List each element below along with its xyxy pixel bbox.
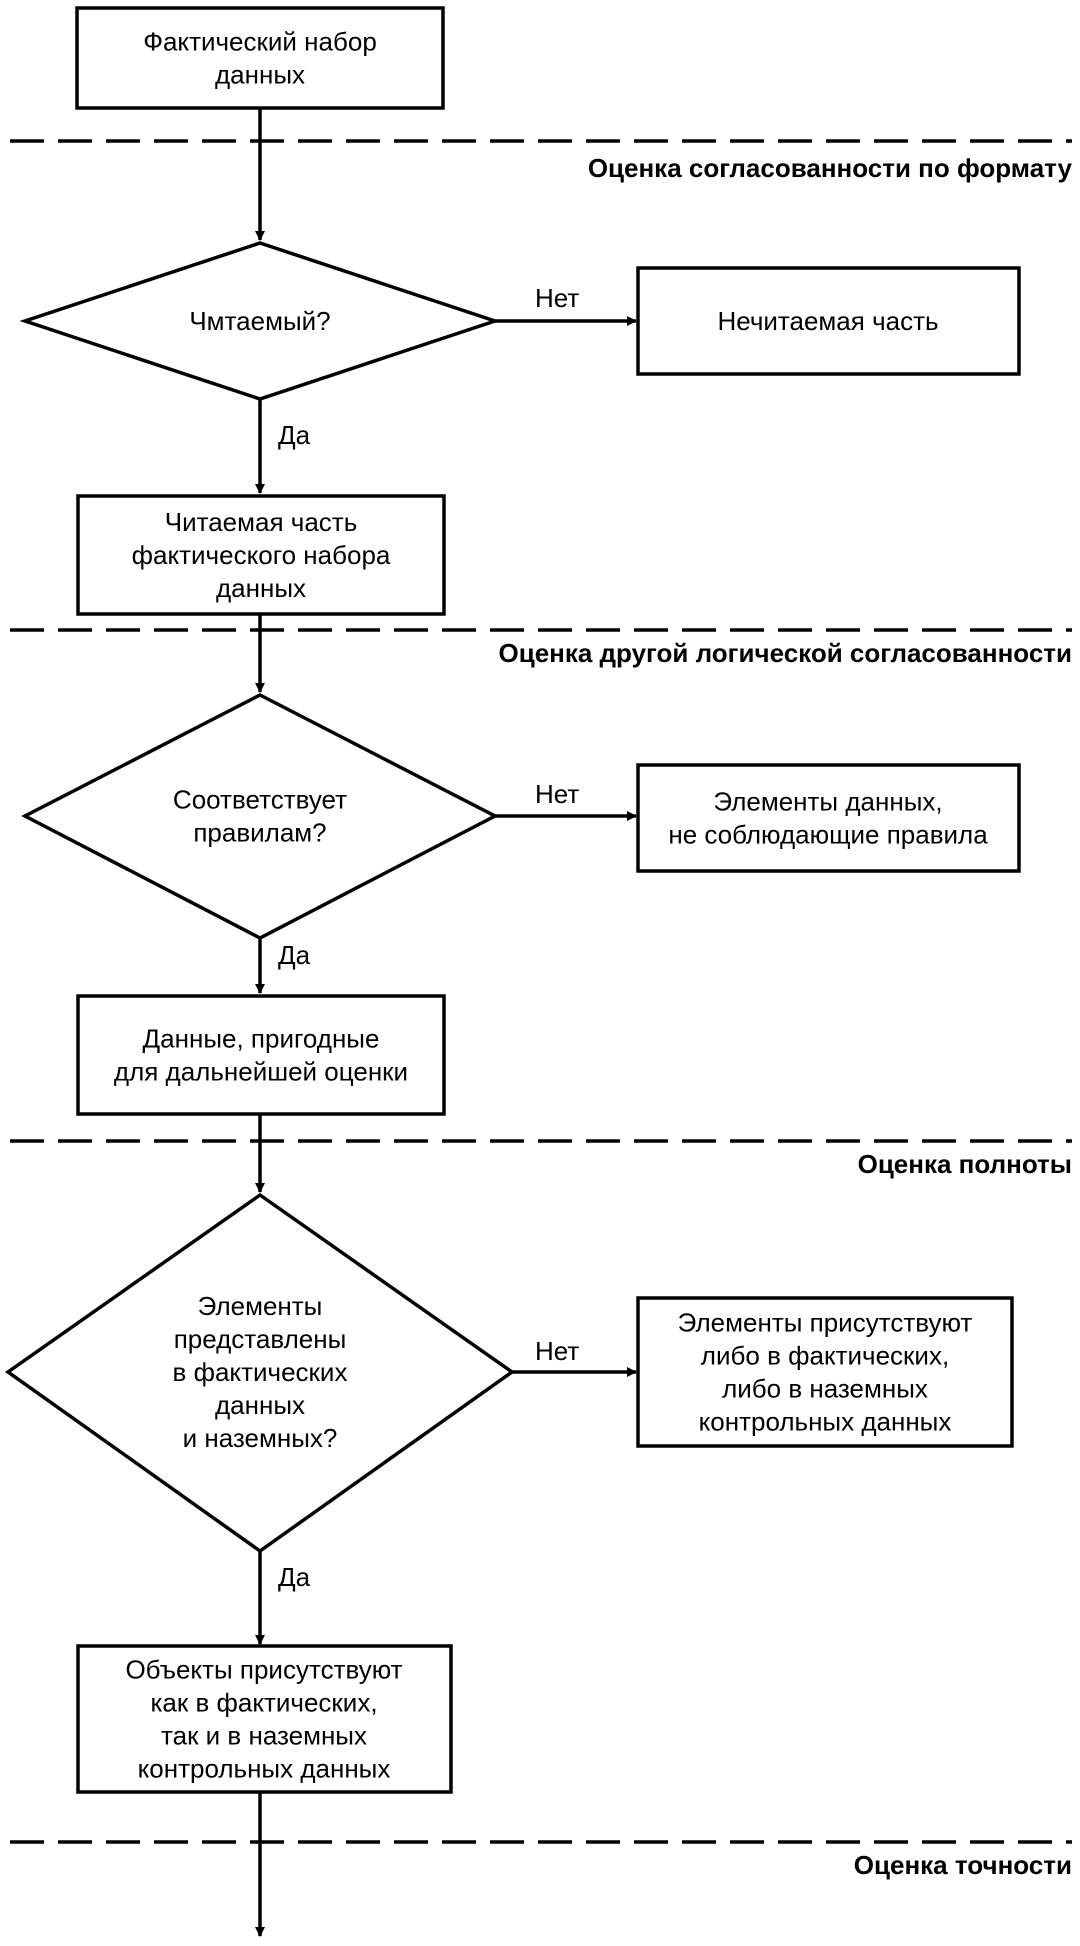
- node-text-line: Чмтаемый?: [189, 306, 330, 336]
- node-text-line: либо в наземных: [722, 1374, 928, 1404]
- node-text-unreadable: Нечитаемая часть: [717, 306, 938, 336]
- node-text-line: Фактический набор: [143, 27, 377, 57]
- edge-label-yes-presence: Да: [278, 1562, 311, 1592]
- node-text-line: Читаемая часть: [165, 507, 358, 537]
- node-text-line: Элементы данных,: [713, 787, 942, 817]
- node-text-line: представлены: [174, 1324, 347, 1354]
- node-text-line: как в фактических,: [150, 1688, 377, 1718]
- node-text-line: Объекты присутствуют: [125, 1655, 402, 1685]
- node-text-line: Элементы: [198, 1291, 323, 1321]
- node-text-line: контрольных данных: [699, 1407, 952, 1437]
- edge-label-no-rules: Нет: [535, 779, 579, 809]
- box-rules-fail: [636, 763, 1021, 873]
- section-label-accuracy: Оценка точности: [854, 1850, 1072, 1880]
- node-text-line: данных: [215, 60, 305, 90]
- node-text-line: правилам?: [193, 818, 326, 848]
- box-start: [75, 6, 445, 110]
- decision-presence: [4, 1192, 516, 1554]
- edge-label-no-readable: Нет: [535, 283, 579, 313]
- node-text-line: либо в фактических,: [701, 1341, 949, 1371]
- box-usable: [76, 994, 446, 1116]
- node-text-line: Элементы присутствуют: [678, 1308, 973, 1338]
- node-text-line: фактического набора: [132, 540, 391, 570]
- node-text-line: и наземных?: [183, 1423, 338, 1453]
- node-text-line: для дальнейшей оценки: [114, 1057, 408, 1087]
- decision-readable: [19, 241, 501, 401]
- section-label-completeness: Оценка полноты: [858, 1149, 1072, 1179]
- box-unreadable: [636, 266, 1021, 376]
- node-text-line: Соответствует: [173, 785, 347, 815]
- box-readable-part: [76, 494, 446, 616]
- node-text-line: данных: [215, 1390, 305, 1420]
- section-label-logical: Оценка другой логической согласованности: [498, 638, 1072, 668]
- node-text-rules-fail: Элементы данных,не соблюдающие правила: [668, 787, 988, 850]
- node-text-line: не соблюдающие правила: [668, 820, 988, 850]
- node-text-line: данных: [216, 573, 306, 603]
- section-label-format: Оценка согласованности по формату: [588, 153, 1073, 183]
- decision-rules: [21, 693, 499, 940]
- node-text-line: контрольных данных: [138, 1754, 391, 1784]
- edge-label-no-presence: Нет: [535, 1336, 579, 1366]
- box-presence-ok: [76, 1644, 453, 1794]
- node-text-readable-q: Чмтаемый?: [189, 306, 330, 336]
- node-text-line: Нечитаемая часть: [717, 306, 938, 336]
- edge-label-yes-rules: Да: [278, 940, 311, 970]
- node-text-line: Данные, пригодные: [143, 1024, 380, 1054]
- edge-label-yes-readable: Да: [278, 420, 311, 450]
- node-text-line: в фактических: [173, 1357, 348, 1387]
- box-presence-fail: [636, 1296, 1014, 1448]
- node-text-line: так и в наземных: [161, 1721, 367, 1751]
